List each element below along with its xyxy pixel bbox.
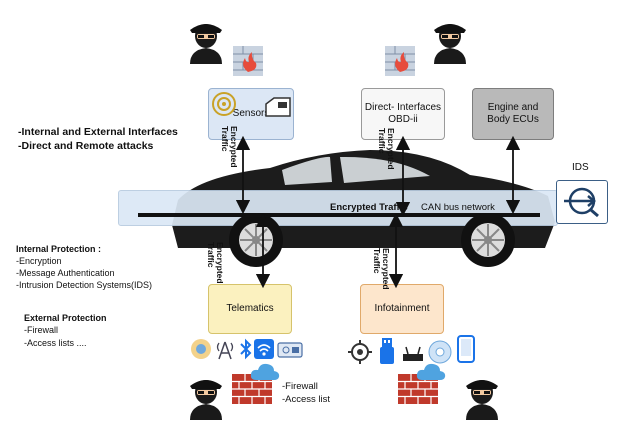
firewall-icon [233, 46, 263, 76]
can-bus-network-label: CAN bus network [421, 202, 495, 213]
internal-item: -Message Authentication [16, 268, 115, 278]
telematics-arrow-label: Encrypted Traffic [206, 242, 225, 284]
sensor-icon [212, 92, 236, 116]
telematics-label: Telematics [226, 303, 274, 314]
external-protection-title: External Protection [24, 313, 107, 323]
hacker-icon [466, 380, 498, 420]
ids-label: IDS [572, 162, 589, 173]
usb-icon [380, 338, 394, 364]
cd-icon [428, 340, 452, 364]
sensors-label: Sensors [232, 108, 270, 119]
telematics-box: Telematics [208, 284, 292, 334]
engine-body-label: Engine and Body ECUs [487, 102, 539, 125]
firewall-note: -Firewall [282, 381, 318, 392]
cell-tower-icon [216, 341, 234, 360]
wifi-icon [254, 339, 274, 359]
cloud-icon [416, 363, 446, 380]
sensors-arrow-label: Encrypted Traffic [220, 126, 239, 168]
external-item: -Firewall [24, 325, 59, 335]
gps-target-icon [348, 340, 372, 364]
firewall-icon [385, 46, 415, 76]
hacker-icon [434, 24, 466, 64]
hacker-icon [190, 380, 222, 420]
phone-icon [457, 335, 475, 363]
gps-icon [191, 339, 211, 359]
bluetooth-icon [240, 338, 252, 360]
infotainment-arrow-label: Encrypted Traffic [372, 248, 391, 290]
headline-interfaces: -Internal and External Interfaces [18, 126, 178, 138]
internal-item: -Encryption [16, 256, 62, 266]
obd-arrow-label: Encrypted Traffic [377, 128, 396, 170]
can-bus-line [138, 213, 540, 217]
direct-interfaces-label: Direct- Interfaces OBD-ii [364, 102, 442, 125]
engine-body-box: Engine and Body ECUs [472, 88, 554, 140]
door-sensor-icon [265, 97, 291, 117]
cloud-icon [250, 363, 280, 380]
external-item: -Access lists .... [24, 338, 87, 348]
infotainment-box: Infotainment [360, 284, 444, 334]
internal-item: -Intrusion Detection Systems(IDS) [16, 280, 153, 290]
internal-protection-title: Internal Protection : [16, 244, 102, 254]
hacker-icon [190, 24, 222, 64]
direct-interfaces-box: Direct- Interfaces OBD-ii [361, 88, 445, 140]
headline-attacks: -Direct and Remote attacks [18, 140, 154, 152]
infotainment-label: Infotainment [374, 303, 430, 314]
access-list-note: -Access list [282, 394, 331, 405]
encrypted-traffic-label: Encrypted Traffic [330, 202, 408, 213]
modem-icon [277, 342, 303, 358]
ids-icon [564, 187, 599, 218]
router-icon [403, 346, 423, 361]
